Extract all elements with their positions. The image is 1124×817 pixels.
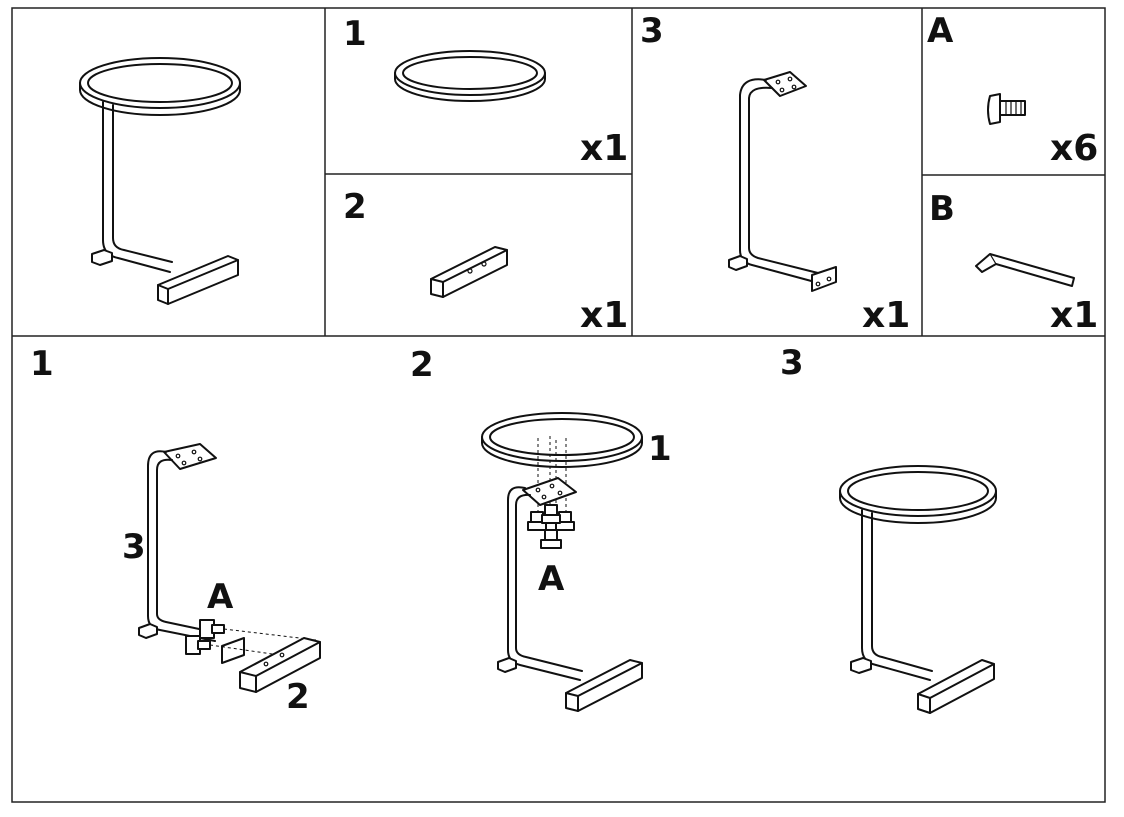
step-3-number: 3 [780,343,804,383]
part-b-letter: B [929,189,955,229]
part-3-panel: 3 x1 [640,11,910,336]
step-1-frame-callout: 3 [122,527,146,567]
step-2-bolt-callout: A [538,559,565,599]
bolt-icon [987,93,1026,125]
step-1-panel: 1 3 A 2 [30,344,321,717]
step-1-number: 1 [30,344,54,384]
allen-key-icon [975,253,1075,287]
step-2-panel: 2 1 A [410,345,672,712]
part-2-quantity: x1 [580,295,628,336]
part-1-panel: 1 x1 [343,14,628,169]
panel-grid [11,7,1106,803]
c-shaped-frame-icon [728,71,837,292]
assembled-table-drawing [839,465,997,714]
part-3-number: 3 [640,11,664,51]
part-3-quantity: x1 [862,295,910,336]
assembled-table-overview [79,57,241,305]
oval-tabletop-ring-icon [394,50,546,102]
part-2-panel: 2 x1 [343,187,628,336]
bolt-a-drawing [185,619,317,659]
rectangular-foot-bar-icon [430,246,508,298]
foot-part-2-drawing [239,637,321,693]
part-a-quantity: x6 [1050,128,1098,169]
step-2-number: 2 [410,345,434,385]
part-a-panel: A x6 [927,11,1098,169]
step-3-panel: 3 [780,343,997,714]
part-b-panel: B x1 [929,189,1098,336]
part-2-number: 2 [343,187,367,227]
part-1-number: 1 [343,14,367,54]
step-2-top-callout: 1 [648,429,672,469]
step-1-bolt-callout: A [207,577,234,617]
part-b-quantity: x1 [1050,295,1098,336]
frame-with-plate-drawing [497,477,643,712]
frame-part-3-drawing [138,443,245,664]
part-1-quantity: x1 [580,128,628,169]
tabletop-part-1-drawing [481,412,643,468]
bolts-a-drawing [527,504,575,549]
step-1-foot-callout: 2 [286,677,310,717]
part-a-letter: A [927,11,954,51]
